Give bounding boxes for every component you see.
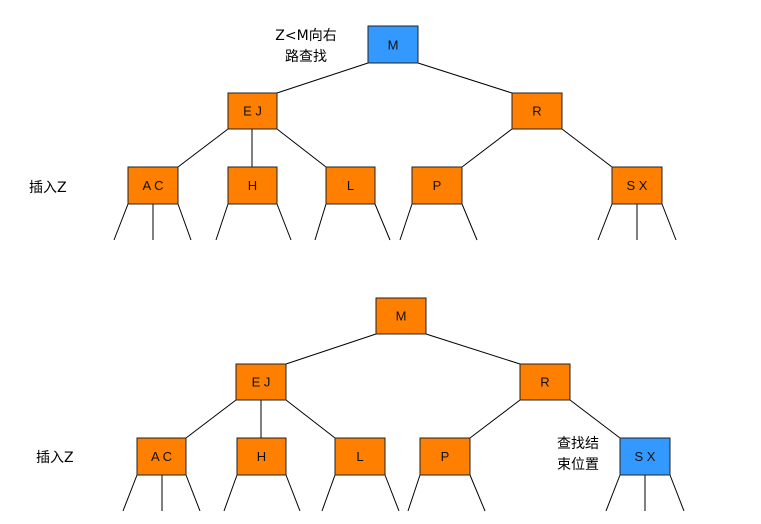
leaf-stub (113, 203, 129, 241)
tree-1: M E J R A C H L P S X Z< (29, 25, 677, 241)
svg-text:M: M (396, 309, 407, 324)
leaf-stub (597, 203, 613, 241)
tree-1-node-ej: E J (227, 92, 278, 130)
svg-text:H: H (248, 178, 257, 193)
svg-text:E J: E J (243, 104, 262, 119)
tree-2-end-note-line2: 束位置 (557, 457, 599, 473)
edge-r-sx (569, 399, 621, 439)
tree-2-node-h: H (236, 437, 287, 476)
tree-1-search-note-line1: Z<M向右 (275, 28, 336, 44)
leaf-stub (661, 203, 677, 241)
tree-2-node-r: R (519, 363, 571, 401)
edge-r-p (469, 399, 521, 439)
leaf-stub (605, 474, 621, 512)
svg-text:H: H (257, 449, 266, 464)
tree-2-node-p: P (419, 437, 471, 476)
tree-1-node-root: M (367, 25, 419, 64)
edge-ej-ac (177, 128, 229, 168)
edge-m-ej (276, 62, 369, 94)
tree-2-edges (122, 333, 685, 512)
edge-r-sx (561, 128, 613, 168)
leaf-stub (276, 203, 292, 241)
tree-2-node-root: M (375, 297, 427, 335)
leaf-stub (461, 203, 478, 241)
tree-2-node-ac: A C (136, 437, 187, 476)
edge-ej-l (276, 128, 327, 168)
svg-text:P: P (433, 178, 442, 193)
svg-text:A C: A C (143, 178, 164, 193)
tree-1-edges (113, 62, 677, 241)
tree-2-node-l: L (334, 437, 386, 476)
tree-1-node-l: L (325, 166, 376, 205)
edge-ej-l (285, 399, 336, 439)
tree-1-insert-label: 插入Z (29, 180, 67, 196)
svg-text:A C: A C (151, 449, 172, 464)
svg-text:L: L (347, 178, 354, 193)
tree-1-node-h: H (227, 166, 278, 205)
tree-2-node-ej: E J (235, 363, 287, 401)
svg-text:P: P (441, 449, 450, 464)
tree-1-search-note-line2: 路查找 (285, 49, 327, 65)
leaf-stub (384, 474, 400, 512)
edge-m-r (417, 62, 513, 94)
leaf-stub (407, 474, 421, 512)
tree-1-node-ac: A C (127, 166, 179, 205)
leaf-stub (314, 203, 327, 241)
edge-m-ej (285, 333, 377, 365)
svg-text:R: R (532, 104, 541, 119)
tree-2-end-note-line1: 查找结 (557, 436, 599, 452)
leaf-stub (374, 203, 391, 241)
leaf-stub (215, 203, 229, 241)
svg-text:S X: S X (635, 449, 656, 464)
leaf-stub (469, 474, 486, 512)
tree-1-node-r: R (511, 92, 563, 130)
leaf-stub (399, 203, 413, 241)
leaf-stub (223, 474, 238, 512)
tree-1-node-p: P (411, 166, 463, 205)
edge-m-r (425, 333, 521, 365)
edge-r-p (461, 128, 513, 168)
leaf-stub (122, 474, 138, 512)
svg-text:R: R (540, 375, 549, 390)
edge-ej-ac (185, 399, 237, 439)
leaf-stub (185, 474, 201, 512)
leaf-stub (285, 474, 301, 512)
leaf-stub (321, 474, 336, 512)
leaf-stub (669, 474, 685, 512)
svg-text:L: L (356, 449, 363, 464)
tree-2-insert-label: 插入Z (36, 450, 74, 466)
leaf-stub (177, 203, 192, 241)
svg-text:S X: S X (627, 178, 648, 193)
svg-text:E J: E J (252, 375, 271, 390)
tree-1-node-sx: S X (611, 166, 663, 205)
tree-2-node-sx: S X (619, 437, 671, 476)
tree-2: M E J R A C H L P S X 查找结 (36, 297, 685, 512)
svg-text:M: M (388, 38, 399, 53)
